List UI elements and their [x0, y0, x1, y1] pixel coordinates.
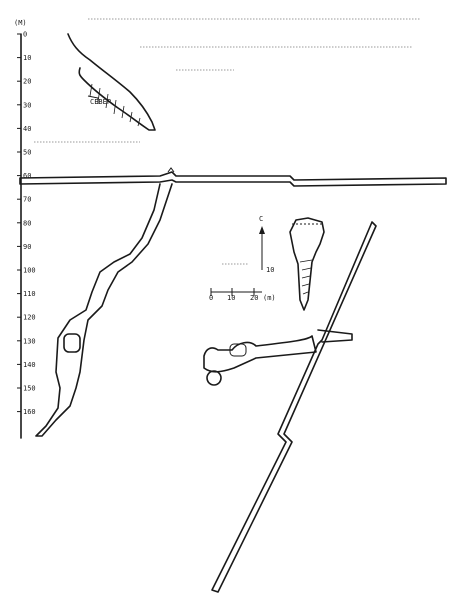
- inset-label: СЕВЕР: [90, 98, 111, 106]
- left-chamber: [203, 335, 317, 373]
- depth-tick-label: 160: [23, 408, 36, 416]
- scale-bar: 0 10 20 (m): [209, 288, 276, 302]
- depth-tick-label: 140: [23, 361, 36, 369]
- depth-axis: (M) 0 10 20 30 40 50 60 70 80 90 100 110 120 130 140 15…: [14, 19, 36, 439]
- scale-label-unit: (m): [263, 294, 276, 302]
- depth-tick-label: 50: [23, 149, 31, 157]
- depth-tick-label: 20: [23, 78, 31, 86]
- gallery-junction-mark: [167, 167, 175, 173]
- depth-tick-label: 120: [23, 314, 36, 322]
- horizontal-gallery-outline: [19, 171, 447, 187]
- main-shaft-outline: [35, 183, 173, 437]
- upper-profile-hatching: [89, 83, 141, 127]
- depth-tick-label: 80: [23, 219, 31, 227]
- north-arrow: C 10: [222, 215, 274, 274]
- left-chamber-pit: [206, 370, 222, 386]
- depth-tick-label: 60: [23, 172, 31, 180]
- depth-tick-label: 40: [23, 125, 31, 133]
- depth-tick-label: 70: [23, 196, 31, 204]
- entrance-inset-hatching: [299, 259, 313, 295]
- entrance-inset: [289, 217, 325, 311]
- scale-label-20: 20: [250, 294, 258, 302]
- depth-tick-label: 110: [23, 290, 36, 298]
- left-chamber-pillar: [229, 343, 247, 357]
- right-tunnel-outline: [211, 221, 377, 593]
- faint-title-block: [34, 18, 420, 143]
- upper-profile-outline: [67, 33, 156, 131]
- horizontal-gallery: [19, 167, 447, 187]
- upper-profile-steps: [87, 95, 99, 104]
- depth-axis-unit: (M): [14, 19, 27, 27]
- depth-tick-label: 100: [23, 267, 36, 275]
- scale-label-10: 10: [227, 294, 235, 302]
- depth-tick-label: 10: [23, 54, 31, 62]
- north-arrow-letter: C: [259, 215, 263, 223]
- depth-tick-label: 150: [23, 385, 36, 393]
- depth-tick-label: 0: [23, 31, 27, 39]
- right-tunnel-branch: [317, 329, 353, 343]
- depth-tick-label: 90: [23, 243, 31, 251]
- depth-tick-label: 130: [23, 337, 36, 345]
- main-shaft: [35, 183, 173, 437]
- shaft-chamber: [63, 333, 81, 353]
- entrance-inset-outline: [289, 217, 325, 311]
- depth-axis-ticks: 0 10 20 30 40 50 60 70 80 90 100 110 120 130 140 150 160: [17, 31, 36, 416]
- scale-label-0: 0: [209, 294, 213, 302]
- right-tunnel: [203, 221, 377, 593]
- depth-tick-label: 30: [23, 101, 31, 109]
- north-arrow-label: 10: [266, 266, 274, 274]
- upper-profile: [67, 33, 156, 131]
